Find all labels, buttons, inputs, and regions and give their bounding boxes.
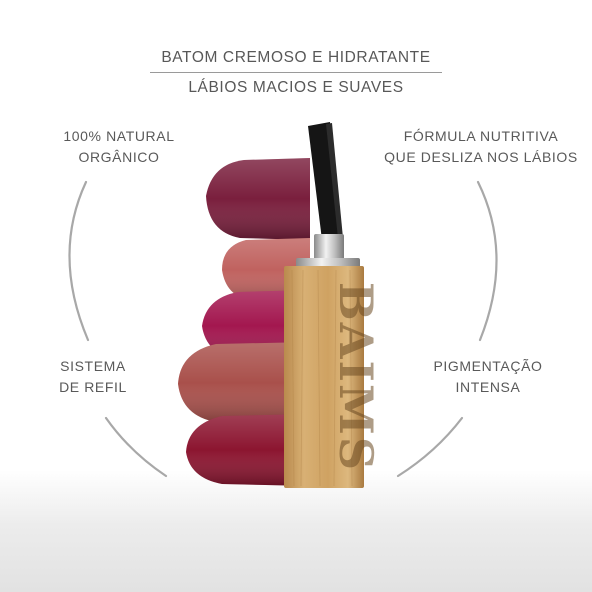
feature-line: INTENSA bbox=[455, 379, 521, 395]
lipstick-stack bbox=[178, 158, 310, 486]
headline-line-1: BATOM CREMOSO E HIDRATANTE bbox=[161, 49, 431, 66]
case-strap bbox=[308, 122, 342, 240]
arc-bottom-right bbox=[396, 416, 464, 478]
feature-line: FÓRMULA NUTRITIVA bbox=[403, 128, 559, 144]
arc-top-right bbox=[476, 180, 498, 342]
case-clip bbox=[314, 234, 344, 262]
headline: BATOM CREMOSO E HIDRATANTE LÁBIOS MACIOS… bbox=[0, 48, 592, 98]
feature-refill-system: SISTEMA DE REFIL bbox=[38, 356, 148, 398]
lipstick-shading bbox=[186, 414, 310, 486]
headline-divider bbox=[150, 72, 442, 73]
background-fade bbox=[0, 470, 592, 592]
arc-top-left bbox=[68, 180, 90, 342]
wood-grain bbox=[291, 269, 353, 487]
brand-logo: BAIMS bbox=[329, 282, 383, 472]
case-clip-band bbox=[296, 258, 360, 268]
feature-line: 100% NATURAL bbox=[63, 128, 175, 144]
feature-line: SISTEMA bbox=[60, 358, 126, 374]
feature-line: ORGÂNICO bbox=[78, 149, 160, 165]
bamboo-case bbox=[284, 266, 364, 488]
case-strap-edge bbox=[326, 123, 343, 238]
feature-natural-organic: 100% NATURAL ORGÂNICO bbox=[44, 126, 194, 168]
feature-line: DE REFIL bbox=[59, 379, 127, 395]
feature-nutritive-formula: FÓRMULA NUTRITIVA QUE DESLIZA NOS LÁBIOS bbox=[370, 126, 592, 168]
lipstick-shading bbox=[206, 158, 310, 240]
feature-intense-pigment: PIGMENTAÇÃO INTENSA bbox=[418, 356, 558, 398]
arc-bottom-left bbox=[104, 416, 168, 478]
lipstick-shading bbox=[178, 342, 310, 424]
feature-line: PIGMENTAÇÃO bbox=[433, 358, 543, 374]
feature-line: QUE DESLIZA NOS LÁBIOS bbox=[384, 149, 578, 165]
headline-line-2: LÁBIOS MACIOS E SUAVES bbox=[188, 79, 404, 96]
